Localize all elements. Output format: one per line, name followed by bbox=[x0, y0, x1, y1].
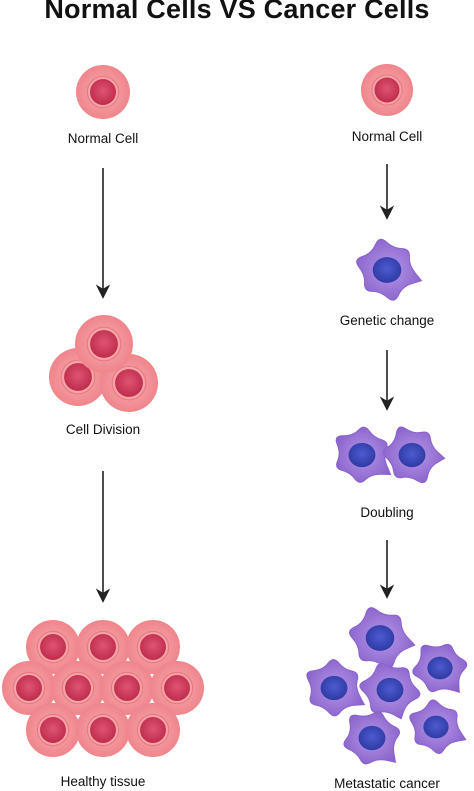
tissue-cell bbox=[76, 703, 130, 757]
tissue-cell bbox=[2, 661, 56, 715]
metastatic-cell bbox=[343, 711, 401, 765]
metastatic-cell bbox=[349, 607, 416, 669]
tissue-cell bbox=[100, 661, 154, 715]
dividing-cell bbox=[100, 354, 158, 412]
normal-cell-right bbox=[361, 64, 413, 116]
metastatic-cell bbox=[306, 659, 366, 717]
dividing-cell bbox=[75, 315, 133, 373]
tissue-cell bbox=[26, 620, 80, 674]
label-genetic-change: Genetic change bbox=[339, 313, 435, 328]
doubling-cell bbox=[383, 426, 446, 484]
tissue-cell bbox=[76, 620, 130, 674]
label-healthy-tissue: Healthy tissue bbox=[60, 774, 146, 789]
normal-cell-left bbox=[76, 65, 130, 119]
doubling-cell bbox=[335, 426, 392, 483]
label-cell-division: Cell Division bbox=[65, 422, 141, 437]
genetic-change-cell bbox=[356, 238, 423, 301]
tissue-cell bbox=[26, 703, 80, 757]
tissue-cell bbox=[51, 661, 105, 715]
label-right-normal-cell: Normal Cell bbox=[351, 129, 423, 144]
tissue-cell bbox=[150, 661, 204, 715]
metastatic-cell bbox=[409, 699, 467, 754]
metastatic-cell bbox=[359, 662, 421, 720]
label-left-normal-cell: Normal Cell bbox=[67, 131, 139, 146]
label-doubling: Doubling bbox=[360, 505, 414, 520]
label-metastatic-cancer: Metastatic cancer bbox=[334, 776, 440, 791]
tissue-cell bbox=[126, 620, 180, 674]
tissue-cell bbox=[126, 703, 180, 757]
metastatic-cell bbox=[412, 643, 468, 693]
diagram-title: Normal Cells VS Cancer Cells bbox=[44, 0, 430, 24]
